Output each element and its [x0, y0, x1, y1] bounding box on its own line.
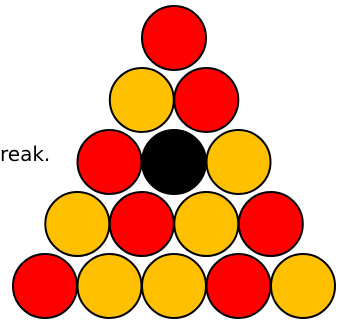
red-ball	[207, 254, 271, 318]
yellow-ball	[78, 254, 142, 318]
yellow-ball	[207, 130, 271, 194]
red-ball	[110, 192, 174, 256]
red-ball	[13, 254, 77, 318]
red-ball	[142, 6, 206, 70]
red-ball	[174, 68, 238, 132]
red-ball	[78, 130, 142, 194]
yellow-ball	[110, 68, 174, 132]
yellow-ball	[45, 192, 109, 256]
red-ball	[239, 192, 303, 256]
yellow-ball	[174, 192, 238, 256]
yellow-ball	[271, 254, 335, 318]
black-ball	[142, 130, 206, 194]
yellow-ball	[142, 254, 206, 318]
